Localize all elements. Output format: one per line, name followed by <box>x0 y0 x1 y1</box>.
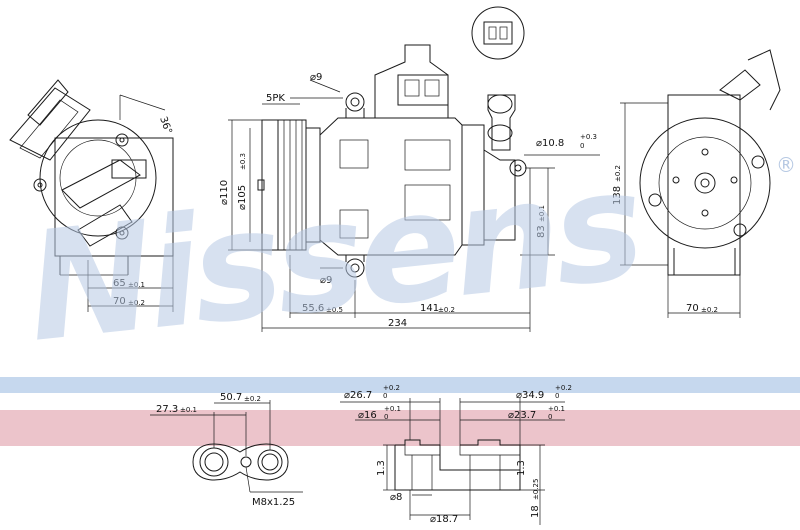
hole-bottom-label: ⌀9 <box>320 275 332 286</box>
len2-label: 141 <box>420 303 439 314</box>
right-height-label: 138 <box>612 186 623 205</box>
section-d1-up: +0.2 <box>383 384 400 392</box>
side-height-label: 83 <box>536 225 547 238</box>
section-d3-down: 0 <box>555 392 559 400</box>
section-d4: ⌀23.7 <box>508 410 536 421</box>
hole-top-label: ⌀9 <box>310 72 322 83</box>
left-angle-label: 36° <box>157 115 173 135</box>
left-dim-65: 65 <box>113 278 126 289</box>
brand-registered-mark: ® <box>776 153 796 177</box>
side-view <box>228 6 600 332</box>
section-d3: ⌀34.9 <box>516 390 544 401</box>
len1-tol: ±0.5 <box>326 306 343 314</box>
section-d2-down: 0 <box>384 413 388 421</box>
section-d4-down: 0 <box>548 413 552 421</box>
right-width-tol: ±0.2 <box>701 306 718 314</box>
section-d3-up: +0.2 <box>555 384 572 392</box>
right-view <box>620 49 781 318</box>
left-dim-65-tol: ±0.1 <box>128 281 145 289</box>
detail-dim-b-tol: ±0.2 <box>244 395 261 403</box>
left-view <box>9 79 174 312</box>
section-view <box>340 398 565 525</box>
port-flange-detail <box>150 400 303 493</box>
section-h3: 18 <box>530 505 541 518</box>
section-d1-down: 0 <box>383 392 387 400</box>
red-band <box>0 410 800 446</box>
section-d6: ⌀18.7 <box>430 514 458 525</box>
right-width-label: 70 <box>686 303 699 314</box>
len2-tol: ±0.2 <box>438 306 455 314</box>
pulley-inner-label: ⌀105 <box>237 185 248 210</box>
section-h3-tol: ±0.25 <box>532 479 540 500</box>
overall-length-label: 234 <box>388 318 407 329</box>
pulley-outer-label: ⌀110 <box>219 180 230 205</box>
right-hole-label: ⌀10.8 <box>536 138 564 149</box>
section-h1: 1.3 <box>376 460 387 476</box>
section-d4-up: +0.1 <box>548 405 565 413</box>
section-d2-up: +0.1 <box>384 405 401 413</box>
pulley-inner-tol: ±0.3 <box>239 153 247 170</box>
belt-label: 5PK <box>266 93 285 104</box>
section-d2: ⌀16 <box>358 410 377 421</box>
right-hole-tol-up: +0.3 <box>580 133 597 141</box>
side-height-tol: ±0.1 <box>538 205 546 222</box>
blue-band <box>0 377 800 393</box>
detail-thread: M8x1.25 <box>252 497 295 508</box>
detail-dim-a: 27.3 <box>156 404 178 415</box>
len1-label: 55.6 <box>302 303 324 314</box>
left-dim-70: 70 <box>113 296 126 307</box>
detail-dim-b: 50.7 <box>220 392 242 403</box>
section-d1: ⌀26.7 <box>344 390 372 401</box>
detail-dim-a-tol: ±0.1 <box>180 406 197 414</box>
right-hole-tol-down: 0 <box>580 142 584 150</box>
section-h2: 1.3 <box>516 460 527 476</box>
brand-watermark: Nissens <box>20 139 648 376</box>
section-d5: ⌀8 <box>390 492 402 503</box>
left-dim-70-tol: ±0.2 <box>128 299 145 307</box>
right-height-tol: ±0.2 <box>614 165 622 182</box>
